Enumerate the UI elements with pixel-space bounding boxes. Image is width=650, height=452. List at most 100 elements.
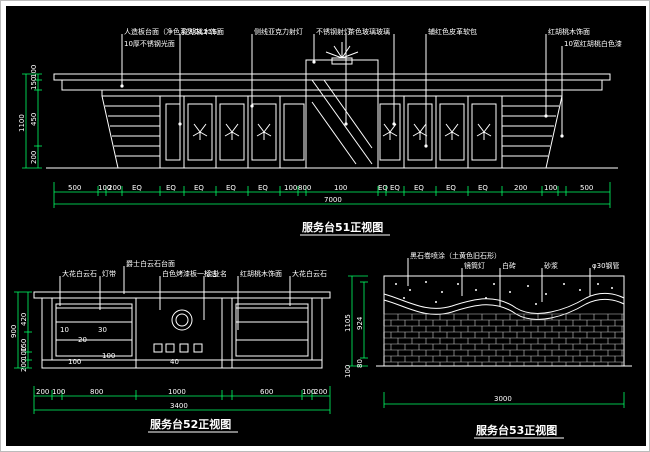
callout-52-2: 灯带 — [102, 269, 116, 278]
vdim-51-total: 1100 — [18, 114, 26, 132]
elevation-53: 黑石卷喷涂（土黄色旧石形） 镜筒灯 白砖 砂浆 φ30钢管 1105 924 8… — [344, 251, 632, 439]
right-cabinet-52 — [235, 303, 309, 357]
vertical-dims-51 — [22, 73, 42, 169]
inner-52-1: 10 — [60, 326, 69, 334]
vdim-51-4: 200 — [30, 151, 38, 164]
hdim-51-17: 200 — [514, 184, 527, 192]
vdim-52-1: 420 — [20, 313, 28, 326]
hdim-51-7: EQ — [226, 184, 236, 192]
hdim-51-12: EQ — [378, 184, 388, 192]
inner-52-6: 40 — [170, 358, 179, 366]
hdim-51-3: 200 — [108, 184, 121, 192]
hdim-52-4: 1000 — [168, 388, 186, 396]
callout-53-5: φ30钢管 — [592, 261, 620, 270]
vdim-52-total: 900 — [10, 325, 18, 338]
panels-51 — [165, 96, 497, 168]
right-side-panel-51 — [501, 95, 563, 169]
callout-51-6: 茶色玻璃玻璃 — [348, 27, 390, 36]
hdim-51-9: 100 — [284, 184, 297, 192]
counter-edge-51 — [61, 79, 603, 91]
horizontal-dims-51 — [53, 182, 611, 208]
cad-canvas: 人造板台面（净色系列GL116） 10厚不锈钢光面 红胡桃木饰面 侧线亚克力射灯… — [6, 6, 646, 446]
callout-52-5: 企业名 — [206, 269, 227, 278]
hdim-51-8: EQ — [258, 184, 268, 192]
hdim-51-14: EQ — [414, 184, 424, 192]
hdim-51-10: 800 — [298, 184, 311, 192]
vdim-52-4: 200 — [20, 359, 28, 372]
elevation-52: 10 30 20 100 100 40 大花白云石 灯带 爵士白云石台面 白色烤… — [10, 259, 331, 433]
inner-52-5: 100 — [68, 358, 81, 366]
callout-leaders-52 — [59, 266, 291, 330]
hdim-52-3: 800 — [90, 388, 103, 396]
counter-top-52 — [33, 291, 331, 299]
hdim-51-4: EQ — [132, 184, 142, 192]
small-squares-52 — [153, 343, 203, 353]
cad-drawing: 人造板台面（净色系列GL116） 10厚不锈钢光面 红胡桃木饰面 侧线亚克力射灯… — [10, 27, 632, 439]
counter-top-51 — [53, 73, 611, 81]
title-52: 服务台52正视图 — [150, 417, 231, 431]
hdim-51-13: EQ — [390, 184, 400, 192]
vdim-53-2: 80 — [356, 359, 364, 368]
wave-top-53 — [383, 292, 625, 314]
left-cabinet-52 — [55, 303, 133, 357]
callout-51-8: 红胡桃木饰面 — [548, 27, 590, 36]
plant-icon — [325, 42, 359, 65]
hdim-51-11: 100 — [334, 184, 347, 192]
inner-52-3: 20 — [78, 336, 87, 344]
vdim-51-1: 100 — [30, 65, 38, 78]
hdim-51-1: 500 — [68, 184, 81, 192]
center-glass-51 — [305, 73, 379, 169]
right-stripes-51 — [502, 105, 559, 157]
title-51: 服务台51正视图 — [302, 220, 383, 234]
hdim-51-5: EQ — [166, 184, 176, 192]
vdim-52-3: 100 — [20, 347, 28, 360]
callout-dots-51 — [120, 60, 564, 148]
hdim-51-6: EQ — [194, 184, 204, 192]
callout-leaders-51 — [121, 34, 563, 146]
horizontal-dims-52 — [33, 386, 331, 414]
callout-52-4: 白色烤漆板一标志 — [162, 269, 218, 278]
callout-53-2: 镜筒灯 — [464, 261, 485, 270]
callout-52-1: 大花白云石 — [62, 269, 97, 278]
callout-51-3: 红胡桃木饰面 — [182, 27, 224, 36]
left-side-panel-51 — [101, 95, 161, 169]
vdim-53-3: 100 — [344, 365, 352, 378]
hdim-52-6: 100 — [302, 388, 315, 396]
hdim-52-7: 200 — [314, 388, 327, 396]
hdim-labels-51: 500 100 200 EQ EQ EQ EQ EQ 100 800 100 E… — [68, 184, 593, 192]
callout-51-1: 人造板台面（净色系列GL116） — [124, 27, 224, 36]
vertical-dims-53 — [348, 275, 368, 367]
hdim-51-19: 500 — [580, 184, 593, 192]
vdim-51-3: 450 — [30, 113, 38, 126]
callout-leaders-53 — [407, 258, 591, 306]
callout-51-9: 10宽红胡桃白色漆 — [564, 39, 622, 48]
flower-icons — [192, 123, 492, 140]
callout-51-5: 不锈钢射灯 — [316, 27, 351, 36]
hdim-51-15: EQ — [446, 184, 456, 192]
callout-52-6: 红胡桃木饰面 — [240, 269, 282, 278]
inner-52-2: 30 — [98, 326, 107, 334]
hdim-52-total: 3400 — [170, 402, 188, 410]
callout-53-3: 白砖 — [502, 261, 516, 270]
counter-body-53 — [383, 275, 625, 367]
brick-pattern-53 — [383, 313, 624, 366]
hdim-51-16: EQ — [478, 184, 488, 192]
hdim-51-18: 100 — [544, 184, 557, 192]
logo-circle-icon — [171, 309, 193, 331]
hdim-51-total: 7000 — [324, 196, 342, 204]
hdim-52-5: 600 — [260, 388, 273, 396]
elevation-51: 人造板台面（净色系列GL116） 10厚不锈钢光面 红胡桃木饰面 侧线亚克力射灯… — [18, 27, 622, 236]
hdim-53-total: 3000 — [494, 395, 512, 403]
title-53: 服务台53正视图 — [476, 423, 557, 437]
callout-53-4: 砂浆 — [544, 261, 558, 270]
hdim-51-2: 100 — [98, 184, 111, 192]
vdim-53-total: 1105 — [344, 314, 352, 332]
hdim-52-1: 200 — [36, 388, 49, 396]
callout-52-3: 爵士白云石台面 — [126, 259, 175, 268]
vertical-dims-52 — [14, 291, 32, 369]
vdim-53-1: 924 — [356, 316, 364, 330]
vdim-51-2: 150 — [30, 77, 38, 90]
vdim-52-2: 150 — [20, 339, 28, 352]
left-stripes-51 — [105, 105, 160, 157]
